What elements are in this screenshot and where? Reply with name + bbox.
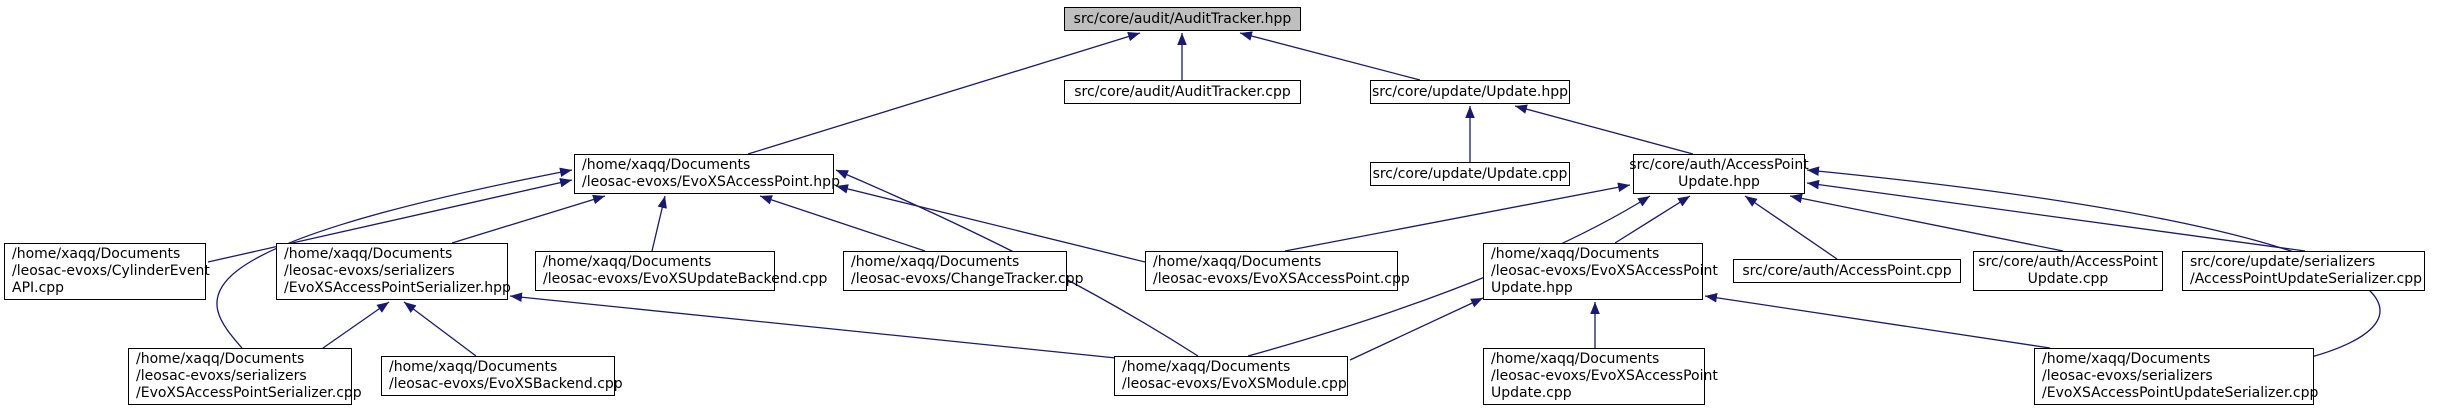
node-evoxs-access-point-update-cpp[interactable]: /home/xaqq/Documents/leosac-evoxs/EvoXSA… <box>1483 348 1718 405</box>
edge-cyl <box>207 177 573 263</box>
edge-module-4 <box>1349 297 1484 361</box>
edge-evoxs-ap-cpp-2 <box>1284 182 1631 252</box>
edge-backend <box>403 301 477 357</box>
node-evoxs-access-point-update-hpp[interactable]: /home/xaqq/Documents/leosac-evoxs/EvoXSA… <box>1483 243 1718 300</box>
node-change-tracker-cpp[interactable]: /home/xaqq/Documents/leosac-evoxs/Change… <box>843 251 1083 291</box>
edge-apser-hpp <box>451 194 606 244</box>
node-evoxs-access-point-hpp[interactable]: /home/xaqq/Documents/leosac-evoxs/EvoXSA… <box>574 154 840 194</box>
node-label: /home/xaqq/Documents/leosac-evoxs/Change… <box>851 254 1084 287</box>
node-evoxs-access-point-serializer-cpp[interactable]: /home/xaqq/Documents/leosac-evoxs/serial… <box>128 348 362 405</box>
node-label: /home/xaqq/Documents/leosac-evoxs/EvoXSA… <box>1491 246 1718 296</box>
node-audit-tracker-cpp[interactable]: src/core/audit/AuditTracker.cpp <box>1064 80 1301 104</box>
node-evoxs-module-cpp[interactable]: /home/xaqq/Documents/leosac-evoxs/EvoXSM… <box>1114 356 1348 396</box>
node-evoxs-access-point-serializer-hpp[interactable]: /home/xaqq/Documents/leosac-evoxs/serial… <box>276 243 511 300</box>
edge-evoxs-apu-hpp <box>1614 195 1691 244</box>
edge-auth-apu-cpp <box>1789 193 2064 252</box>
edge-module-3 <box>509 292 1117 359</box>
edge-apu-hpp <box>1514 104 1694 155</box>
node-evoxs-access-point-update-serializer-cpp[interactable]: /home/xaqq/Documents/leosac-evoxs/serial… <box>2034 348 2318 405</box>
node-label: /home/xaqq/Documents/leosac-evoxs/EvoXSM… <box>1122 359 1347 392</box>
node-label: /home/xaqq/Documents/leosac-evoxs/Cylind… <box>12 246 210 296</box>
node-label: /home/xaqq/Documents/leosac-evoxs/EvoXSA… <box>1153 254 1410 287</box>
edge-upd-ser <box>1806 179 2306 252</box>
node-cylinder-event-api-cpp[interactable]: /home/xaqq/Documents/leosac-evoxs/Cylind… <box>4 243 210 300</box>
node-label: src/core/update/Update.cpp <box>1372 165 1568 182</box>
node-evoxs-access-point-cpp[interactable]: /home/xaqq/Documents/leosac-evoxs/EvoXSA… <box>1145 251 1410 291</box>
node-access-point-update-serializer-cpp[interactable]: src/core/update/serializers/AccessPointU… <box>2182 251 2425 291</box>
edge-update-hpp <box>1239 31 1421 81</box>
edge-auth-ap-cpp <box>1744 195 1838 260</box>
node-audit-tracker-hpp[interactable]: src/core/audit/AuditTracker.hpp <box>1064 7 1301 31</box>
node-label: src/core/update/Update.hpp <box>1371 83 1569 100</box>
edge-apser-cpp <box>216 167 573 349</box>
node-update-hpp[interactable]: src/core/update/Update.hpp <box>1370 80 1570 104</box>
node-label: src/core/update/serializers/AccessPointU… <box>2190 254 2422 287</box>
node-label: src/core/audit/AuditTracker.hpp <box>1073 10 1292 27</box>
node-label: src/core/audit/AuditTracker.cpp <box>1074 83 1291 100</box>
node-label: /home/xaqq/Documents/leosac-evoxs/serial… <box>2042 351 2319 401</box>
node-update-cpp[interactable]: src/core/update/Update.cpp <box>1370 162 1570 186</box>
node-label: /home/xaqq/Documents/leosac-evoxs/EvoXSU… <box>543 254 828 287</box>
node-evoxs-update-backend-cpp[interactable]: /home/xaqq/Documents/leosac-evoxs/EvoXSU… <box>535 251 827 291</box>
edge-apuser-cpp-2 <box>1704 293 2051 349</box>
node-label: /home/xaqq/Documents/leosac-evoxs/EvoXSA… <box>582 157 840 190</box>
edge-updbackend <box>651 195 667 252</box>
node-label: /home/xaqq/Documents/leosac-evoxs/serial… <box>136 351 362 401</box>
edge-evoxs-ap-hpp <box>747 31 1141 155</box>
node-label: /home/xaqq/Documents/leosac-evoxs/EvoXSA… <box>1491 351 1718 401</box>
node-label: /home/xaqq/Documents/leosac-evoxs/serial… <box>284 246 511 296</box>
edge-evoxs-ap-cpp-1 <box>835 184 1146 263</box>
node-evoxs-backend-cpp[interactable]: /home/xaqq/Documents/leosac-evoxs/EvoXSB… <box>381 356 623 396</box>
edge-change <box>759 195 926 252</box>
edge-apser-cpp-2 <box>322 301 390 349</box>
node-label: src/core/auth/AccessPoint.cpp <box>1742 262 1952 279</box>
node-label: /home/xaqq/Documents/leosac-evoxs/EvoXSB… <box>389 359 623 392</box>
node-auth-access-point-cpp[interactable]: src/core/auth/AccessPoint.cpp <box>1733 259 1961 283</box>
